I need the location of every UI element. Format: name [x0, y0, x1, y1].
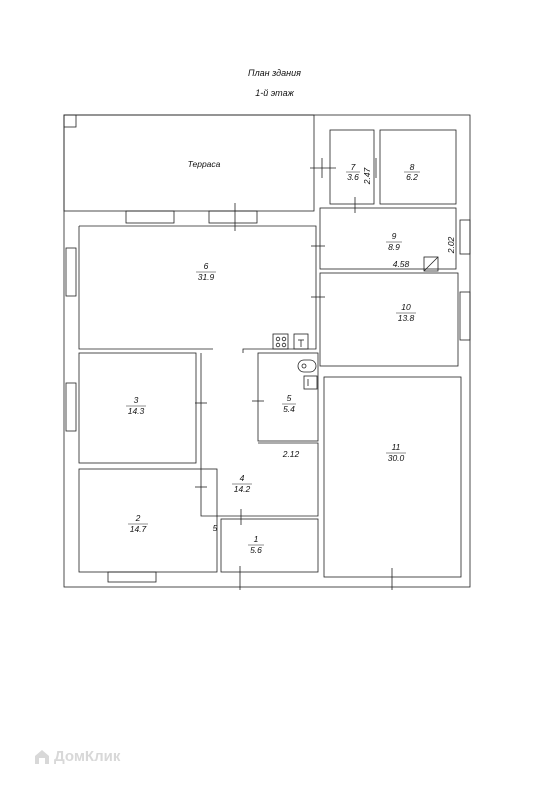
room-5 — [257, 352, 319, 442]
room-11-area: 30.0 — [388, 453, 405, 463]
room-7-number: 7 — [351, 162, 356, 172]
dimension-2-12: 2.12 — [282, 449, 300, 459]
room-3-area: 14.3 — [128, 406, 145, 416]
plan-title: План здания — [248, 68, 301, 78]
watermark-text: ДомКлик — [54, 748, 121, 765]
room-1-number: 1 — [254, 534, 259, 544]
room-labels: Терраса 1 5.6 2 14.7 3 14.3 4 14.2 5 5.4… — [128, 159, 456, 555]
room-7-area: 3.6 — [347, 172, 359, 182]
floor-label: 1-й этаж — [255, 88, 294, 98]
terrace-corner — [63, 114, 77, 128]
room-4 — [200, 353, 319, 517]
shower-icon — [303, 375, 318, 390]
room-2 — [78, 468, 218, 573]
room-9 — [319, 207, 457, 270]
room-6-area: 31.9 — [198, 272, 215, 282]
dimension-2-47: 2.47 — [362, 167, 372, 185]
room-8-number: 8 — [410, 162, 415, 172]
room-8 — [379, 129, 457, 205]
room-9-area: 8.9 — [388, 242, 400, 252]
room-11 — [323, 376, 462, 578]
room-6 — [78, 225, 317, 353]
room-7 — [329, 129, 375, 205]
room-1-area: 5.6 — [250, 545, 262, 555]
room-terrace — [63, 114, 315, 212]
dimension-2-02: 2.02 — [446, 236, 456, 254]
room-10-area: 13.8 — [398, 313, 415, 323]
door-ticks — [195, 158, 393, 590]
dimension-5: 5 — [213, 523, 218, 533]
toilet-icon — [297, 359, 317, 373]
fixtures — [272, 256, 439, 390]
dimension-4-58: 4.58 — [393, 259, 410, 269]
room-1 — [220, 518, 319, 573]
room-9-number: 9 — [392, 231, 397, 241]
room-2-area: 14.7 — [130, 524, 147, 534]
room-11-number: 11 — [392, 442, 401, 452]
room-3 — [78, 352, 197, 464]
room-2-number: 2 — [135, 513, 141, 523]
room-4-number: 4 — [240, 473, 245, 483]
room-6-number: 6 — [204, 261, 209, 271]
room-5-area: 5.4 — [283, 404, 295, 414]
room-4-area: 14.2 — [234, 484, 251, 494]
windows — [65, 203, 471, 583]
stove-icon — [272, 333, 289, 350]
label-underlines — [126, 171, 420, 546]
room-10-number: 10 — [401, 302, 411, 312]
house-logo-icon — [35, 749, 49, 764]
terrace-name: Терраса — [188, 159, 221, 169]
room-5-number: 5 — [287, 393, 292, 403]
room-10 — [319, 272, 459, 367]
sink-icon — [293, 333, 309, 350]
stair-icon — [423, 256, 439, 272]
watermark: ДомКлик — [34, 748, 120, 765]
room-8-area: 6.2 — [406, 172, 418, 182]
room-3-number: 3 — [134, 395, 139, 405]
